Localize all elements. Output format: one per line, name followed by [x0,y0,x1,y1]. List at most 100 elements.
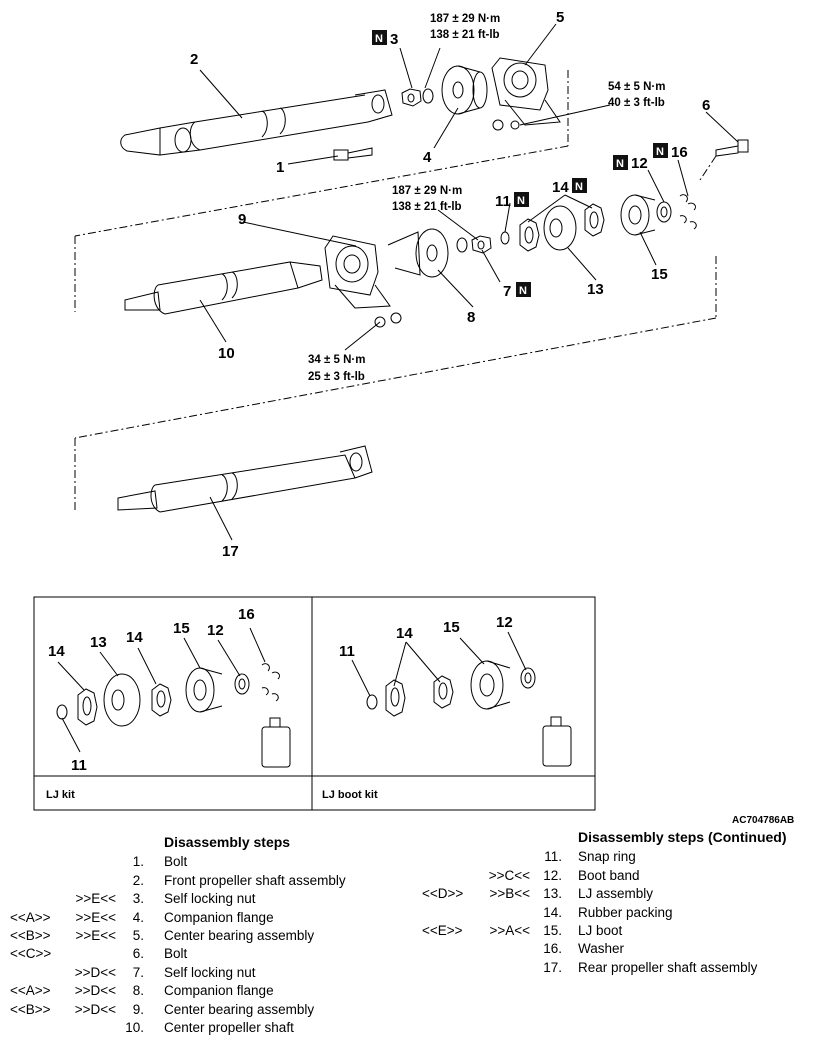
part-number-2: 2 [190,51,198,68]
n-mark-7: N [516,282,531,297]
lj-boot-kit-parts [366,660,572,767]
step-number: 10. [125,1019,144,1035]
step-number: 5. [132,927,144,943]
step-text: Boot band [578,867,640,883]
step-number: 12. [543,867,562,883]
step-ref-installation: >>D<< [74,964,116,980]
lj-kit-label: LJ kit [46,789,75,801]
torque-self-locking-nut-7-nm: 187 ± 29 N·m [392,185,462,197]
torque-center-bearing-9-ftlb: 25 ± 3 ft-lb [308,371,365,383]
lj-kit-number-13: 13 [90,634,107,651]
right-step-row: <<D>>>>B<<13.LJ assembly [422,885,807,903]
step-ref-removal: <<E>> [422,922,463,938]
step-ref-installation: >>E<< [75,909,116,925]
center-bearing-5 [491,57,561,126]
part-number-1: 1 [276,159,284,176]
rubber-packing-14a [519,218,540,252]
right-step-row: 14.Rubber packing [422,904,807,922]
lj-assembly-13 [543,205,577,251]
part-number-12: 12 [631,155,648,172]
step-text: LJ assembly [578,886,654,902]
left-step-row: 10. Center propeller shaft [10,1019,370,1037]
step-text: Front propeller shaft assembly [164,872,346,888]
bolt-1 [333,147,373,161]
part-number-8: 8 [467,309,475,326]
bolt-6 [715,139,749,157]
n-mark-11: N [514,192,529,207]
left-step-row: <<B>>>>D<<9.Center bearing assembly [10,1001,370,1019]
torque-self-locking-nut-3-nm: 187 ± 29 N·m [430,13,500,25]
step-ref-removal: <<C>> [10,946,52,962]
part-number-9: 9 [238,211,246,228]
left-step-row: >>E<<3.Self locking nut [10,890,370,908]
part-number-5: 5 [556,9,564,26]
right-step-row: >>C<< 12. Boot band [422,867,807,885]
torque-self-locking-nut-7-ftlb: 138 ± 21 ft-lb [392,201,462,213]
part-number-13: 13 [587,281,604,298]
disassembly-steps-continued-title: Disassembly steps (Continued) [578,829,787,845]
torque-center-bearing-5-nm: 54 ± 5 N·m [608,81,665,93]
svg-text:N: N [517,195,525,207]
step-number: 16. [543,941,562,957]
step-number: 4. [132,909,144,925]
step-ref-installation: >>D<< [74,983,116,999]
step-text: Center bearing assembly [164,1001,315,1017]
left-step-row: <<C>> 6. Bolt [10,945,370,963]
companion-flange-8 [387,228,449,278]
part-number-11: 11 [495,193,511,210]
svg-text:N: N [616,158,624,170]
step-text: Bolt [164,854,188,870]
lj-boot-kit-number-14: 14 [396,625,413,642]
lj-kit-number-16: 16 [238,606,255,623]
n-mark-3: N [372,30,387,45]
part-number-6: 6 [702,97,710,114]
figure-reference: AC704786AB [732,815,794,826]
disassembly-steps-right: Disassembly steps (Continued) 11.Snap ri… [422,828,807,977]
step-text: Rear propeller shaft assembly [578,959,758,975]
step-ref-installation: >>B<< [489,886,530,902]
svg-text:N: N [656,146,664,158]
right-step-row: 11.Snap ring [422,848,807,866]
step-text: LJ boot [578,922,623,938]
step-ref-removal: <<A>> [10,909,51,925]
svg-text:N: N [519,285,527,297]
left-step-row: <<A>>>>D<<8.Companion flange [10,982,370,1000]
part-number-16: 16 [671,144,688,161]
lj-boot-15 [620,194,656,236]
step-text: Companion flange [164,909,274,925]
part-number-3: 3 [390,31,398,48]
part-number-10: 10 [218,345,235,362]
svg-text:N: N [375,33,383,45]
center-propeller-shaft [124,261,323,315]
snap-ring-11 [500,231,510,245]
right-step-row: <<E>>>>A<<15.LJ boot [422,922,807,940]
self-locking-nut-7 [456,235,492,254]
step-text: Rubber packing [578,904,673,920]
step-number: 1. [132,854,144,870]
torque-center-bearing-5-ftlb: 40 ± 3 ft-lb [608,97,665,109]
step-text: Center propeller shaft [164,1019,294,1035]
step-ref-installation: >>E<< [75,891,116,907]
part-number-14: 14 [552,179,569,196]
step-number: 17. [543,959,562,975]
part-number-15: 15 [651,266,668,283]
lj-kit-number-14a: 14 [48,643,65,660]
lj-kit-parts [56,663,291,768]
step-text: Bolt [164,946,188,962]
left-step-row: 2.Front propeller shaft assembly [10,872,370,890]
lj-boot-kit-number-11: 11 [339,643,355,660]
boot-band-12 [656,201,672,223]
svg-text:N: N [575,181,583,193]
front-propeller-shaft [120,89,393,156]
lj-boot-kit-number-15: 15 [443,619,460,636]
step-number: 15. [543,922,562,938]
step-text: Washer [578,941,625,957]
right-step-row: 16. Washer [422,940,807,958]
step-text: Snap ring [578,849,636,865]
step-number: 8. [132,983,144,999]
step-number: 6. [132,946,144,962]
self-locking-nut-3 [401,88,434,107]
part-number-17: 17 [222,543,239,560]
step-ref-installation: >>C<< [488,867,530,883]
